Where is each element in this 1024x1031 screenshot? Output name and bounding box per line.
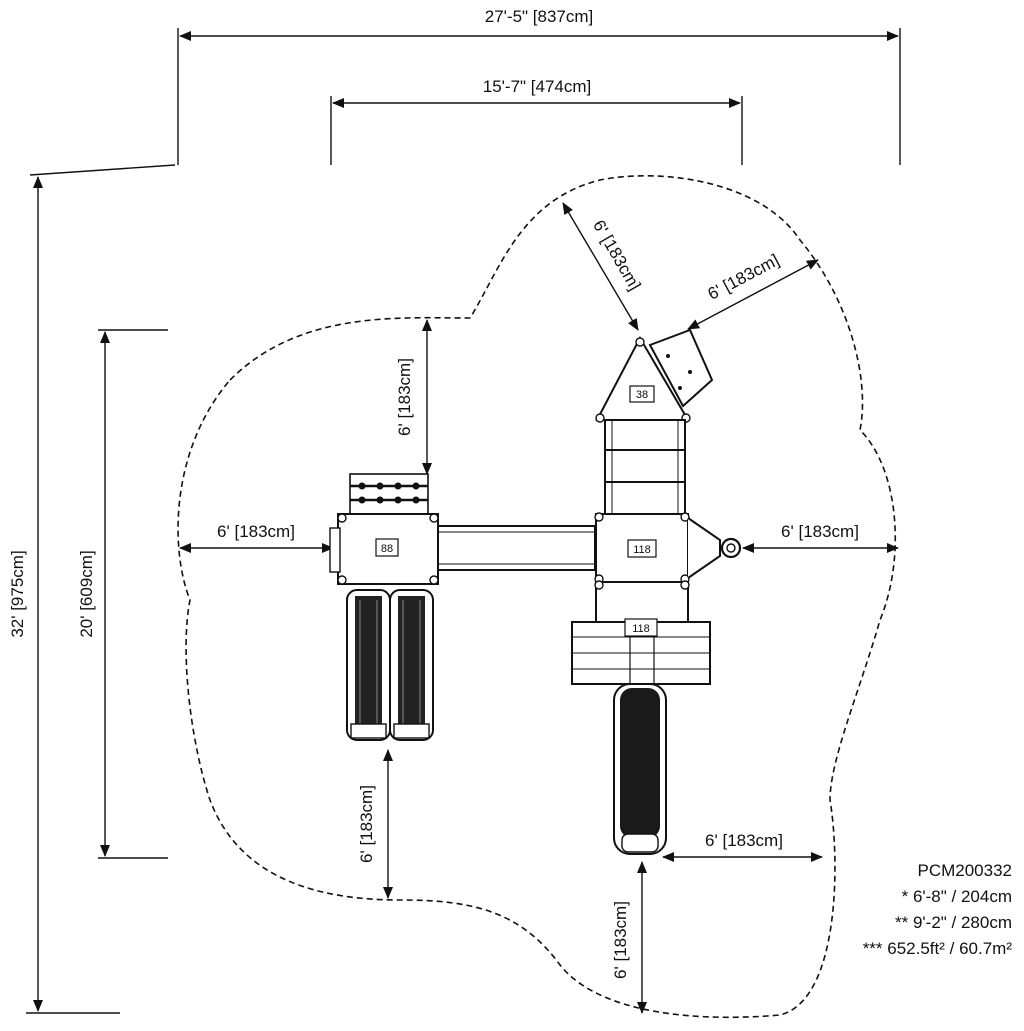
model-number: PCM200332 [917,861,1012,880]
bottom-deck-tag: 118 [632,623,650,635]
connecting-bridge [437,525,596,571]
dimension-overall-width: 27'-5" [837cm] [177,7,901,165]
clearance-right-label: 6' [183cm] [781,522,859,541]
center-tower: 38 118 [571,328,742,855]
tube-slide [613,683,667,855]
note-line-1: * 6'-8" / 204cm [902,887,1012,906]
inner-height-label: 20' [609cm] [77,550,96,637]
clearance-diag-right: 6' [183cm] [687,250,819,330]
clearance-right: 6' [183cm] [742,522,899,553]
clearance-left-label: 6' [183cm] [217,522,295,541]
center-deck [595,513,689,583]
climbing-panel [648,328,714,408]
left-deck-railing [349,473,429,515]
clearance-below-tube-slide: 6' [183cm] [611,861,647,1014]
roof-tag: 38 [636,389,648,401]
lower-deck [595,581,689,623]
notes-block: PCM200332 * 6'-8" / 204cm ** 9'-2" / 280… [863,861,1013,958]
left-tower: 88 [329,473,439,741]
clearance-right-of-tube: 6' [183cm] [662,831,823,862]
clearance-right-of-tube-label: 6' [183cm] [705,831,783,850]
clearance-diag-up-label: 6' [183cm] [589,217,644,294]
clearance-below-left-slides-label: 6' [183cm] [357,785,376,863]
inner-width-label: 15'-7" [474cm] [483,77,592,96]
overall-width-label: 27'-5" [837cm] [485,7,594,26]
clearance-top-left-deck-label: 6' [183cm] [395,358,414,436]
clearance-diag-right-label: 6' [183cm] [705,250,783,303]
note-line-2: ** 9'-2" / 280cm [895,913,1012,932]
center-deck-tag: 118 [633,544,651,556]
side-accessory [687,517,742,579]
clearance-below-tube-slide-label: 6' [183cm] [611,901,630,979]
clearance-top-left-deck: 6' [183cm] [395,319,432,475]
clearance-below-left-slides: 6' [183cm] [357,749,393,899]
clearance-diag-up: 6' [183cm] [562,202,644,331]
note-line-3: *** 652.5ft² / 60.7m² [863,939,1013,958]
left-double-slide [346,589,434,741]
dimension-inner-height: 20' [609cm] [77,329,168,859]
left-deck-tag: 88 [381,543,393,555]
ladder [604,419,686,515]
dimension-overall-height: 32' [975cm] [8,164,176,1014]
safety-zone-outline [177,175,897,1019]
bottom-platform: 118 [571,618,711,685]
dimension-inner-width: 15'-7" [474cm] [330,77,743,165]
clearance-left: 6' [183cm] [179,522,334,553]
overall-height-label: 32' [975cm] [8,550,27,637]
